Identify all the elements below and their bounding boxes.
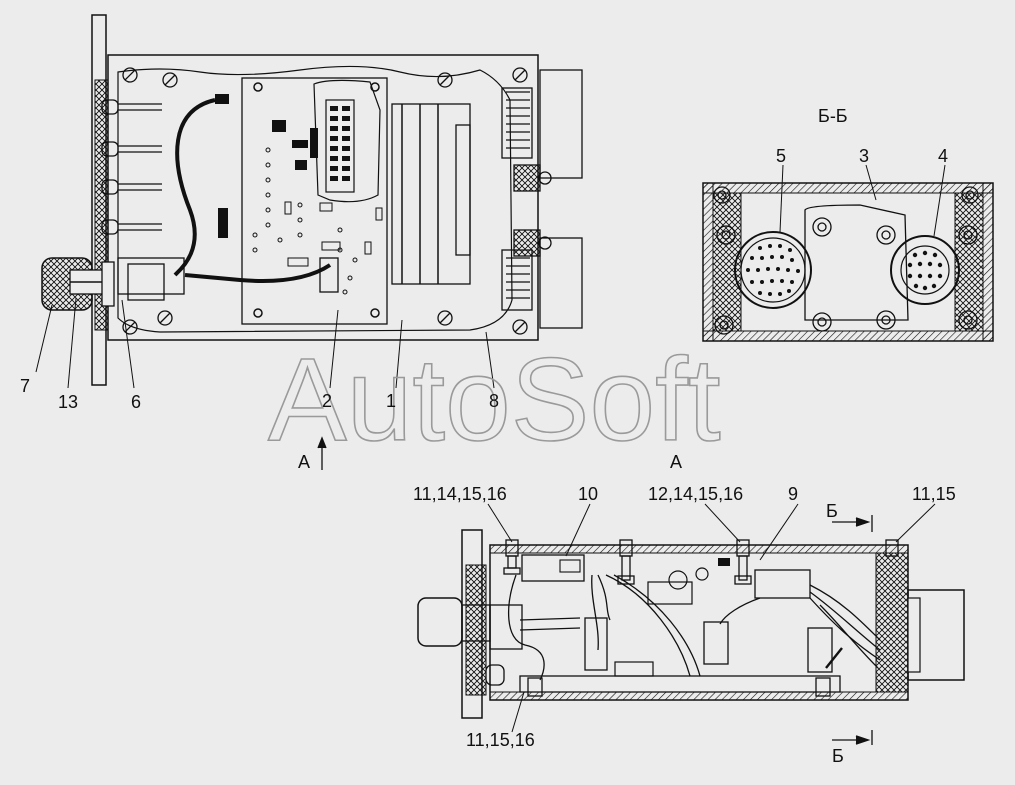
board-holes [252, 147, 358, 295]
section-bb-title: Б-Б [818, 106, 848, 126]
label-9: 9 [788, 484, 798, 504]
label-2: 2 [322, 391, 332, 411]
connector-pins [215, 94, 350, 238]
switch-block [117, 257, 185, 295]
ribbon-cable [173, 98, 216, 277]
section-nuts [713, 186, 979, 335]
relay-9 [754, 569, 811, 599]
connector-5-pins [746, 244, 800, 296]
label-4: 4 [938, 146, 948, 166]
cut-b-top-label: Б [826, 501, 838, 521]
board-connector [325, 99, 355, 193]
label-10: 10 [578, 484, 598, 504]
label-11-15-16: 11,15,16 [466, 730, 535, 750]
connector-10 [521, 554, 585, 582]
label-8: 8 [489, 391, 499, 411]
circuit-board [241, 77, 388, 325]
label-13: 13 [58, 392, 78, 412]
view-a [417, 503, 965, 745]
rear-connectors [501, 69, 583, 329]
power-block [391, 103, 471, 285]
board-cutout [313, 79, 381, 203]
label-1: 1 [386, 391, 396, 411]
view-a-screws [503, 539, 899, 697]
label-6: 6 [131, 392, 141, 412]
indicator-leds [101, 99, 162, 235]
label-7: 7 [20, 376, 30, 396]
connector-4-pins [907, 250, 943, 291]
callout-labels: 7 13 6 2 1 8 A A Б-Б 5 3 4 11,14,15,16 1… [20, 106, 956, 766]
view-a-arrow-label: A [298, 452, 310, 472]
housing-cover-outline [117, 65, 513, 333]
label-11-15: 11,15 [912, 484, 956, 504]
watermark: AutoSoft [268, 334, 721, 466]
housing-screws [122, 67, 528, 335]
label-11-14-15-16: 11,14,15,16 [413, 484, 507, 504]
label-12-14-15-16: 12,14,15,16 [648, 484, 743, 504]
view-a-title: A [670, 452, 682, 472]
section-housing [702, 182, 994, 342]
main-view [35, 14, 583, 389]
cut-b-bottom-label: Б [832, 746, 844, 766]
connector-4 [890, 235, 960, 305]
label-5: 5 [776, 146, 786, 166]
view-a-arrow [317, 436, 327, 470]
section-bb-view [702, 164, 994, 342]
connector-5 [734, 231, 812, 309]
label-3: 3 [859, 146, 869, 166]
